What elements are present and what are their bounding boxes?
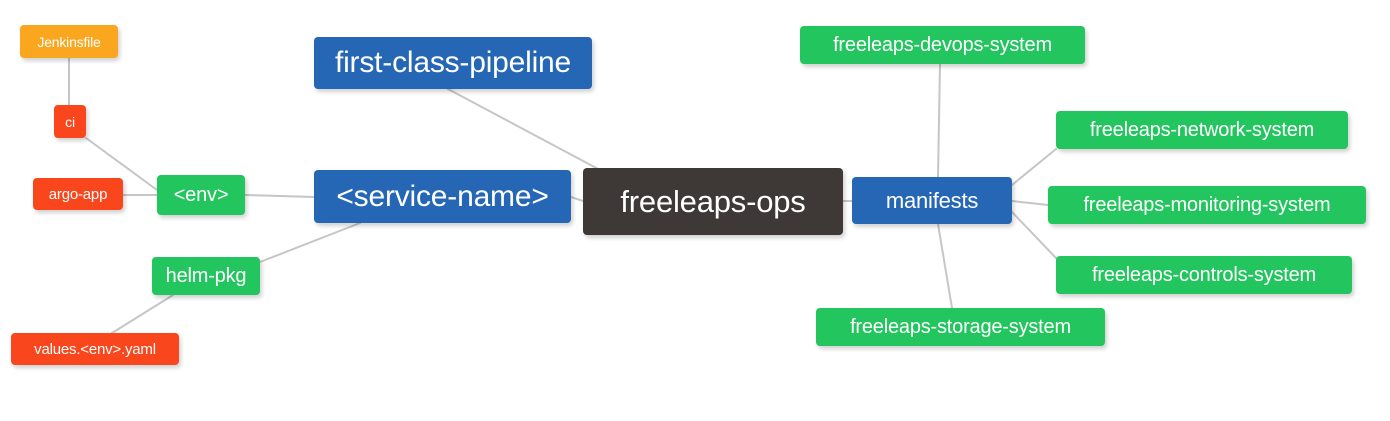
node-label: first-class-pipeline — [334, 46, 572, 79]
edge-service-name-to-env — [244, 194, 315, 198]
node-freeleaps-network-system[interactable]: freeleaps-network-system — [1056, 111, 1348, 149]
node-label: manifests — [885, 187, 979, 213]
node-values-yaml[interactable]: values.<env>.yaml — [11, 333, 179, 365]
node-label: values.<env>.yaml — [34, 340, 156, 358]
edge-manifests-to-storage-system — [937, 223, 953, 309]
node-label: freeleaps-ops — [620, 184, 806, 219]
node-first-class-pipeline[interactable]: first-class-pipeline — [314, 37, 592, 89]
edge-root-to-first-class-pipeline — [447, 88, 601, 171]
node-label: freeleaps-devops-system — [833, 34, 1052, 56]
edge-manifests-to-network-system — [1011, 148, 1057, 186]
edge-helm-pkg-to-values-yaml — [111, 294, 174, 334]
node-label: freeleaps-monitoring-system — [1083, 194, 1331, 216]
node-label: freeleaps-controls-system — [1092, 264, 1316, 286]
node-argo-app[interactable]: argo-app — [33, 178, 123, 210]
node-manifests[interactable]: manifests — [852, 177, 1012, 224]
edge-service-name-to-helm-pkg — [259, 222, 361, 263]
node-label: ci — [65, 113, 75, 130]
node-freeleaps-storage-system[interactable]: freeleaps-storage-system — [816, 308, 1105, 346]
node-label: freeleaps-storage-system — [850, 316, 1071, 338]
node-label: Jenkinsfile — [37, 33, 101, 50]
node-freeleaps-ops[interactable]: freeleaps-ops — [583, 168, 843, 235]
node-freeleaps-devops-system[interactable]: freeleaps-devops-system — [800, 26, 1085, 64]
node-env[interactable]: <env> — [157, 175, 245, 215]
node-label: freeleaps-network-system — [1089, 119, 1315, 141]
node-ci[interactable]: ci — [54, 105, 86, 138]
node-label: argo-app — [48, 185, 108, 203]
node-label: helm-pkg — [165, 265, 247, 287]
node-jenkinsfile[interactable]: Jenkinsfile — [20, 25, 118, 58]
node-freeleaps-monitoring-system[interactable]: freeleaps-monitoring-system — [1048, 186, 1366, 224]
node-service-name[interactable]: <service-name> — [314, 170, 571, 223]
edge-manifests-to-devops-system — [937, 63, 941, 178]
edge-root-to-service-name — [570, 196, 584, 202]
node-label: <service-name> — [336, 179, 549, 213]
node-label: <env> — [173, 184, 229, 206]
node-helm-pkg[interactable]: helm-pkg — [152, 257, 260, 295]
edge-manifests-to-monitoring-system — [1011, 200, 1049, 206]
node-freeleaps-controls-system[interactable]: freeleaps-controls-system — [1056, 256, 1352, 294]
